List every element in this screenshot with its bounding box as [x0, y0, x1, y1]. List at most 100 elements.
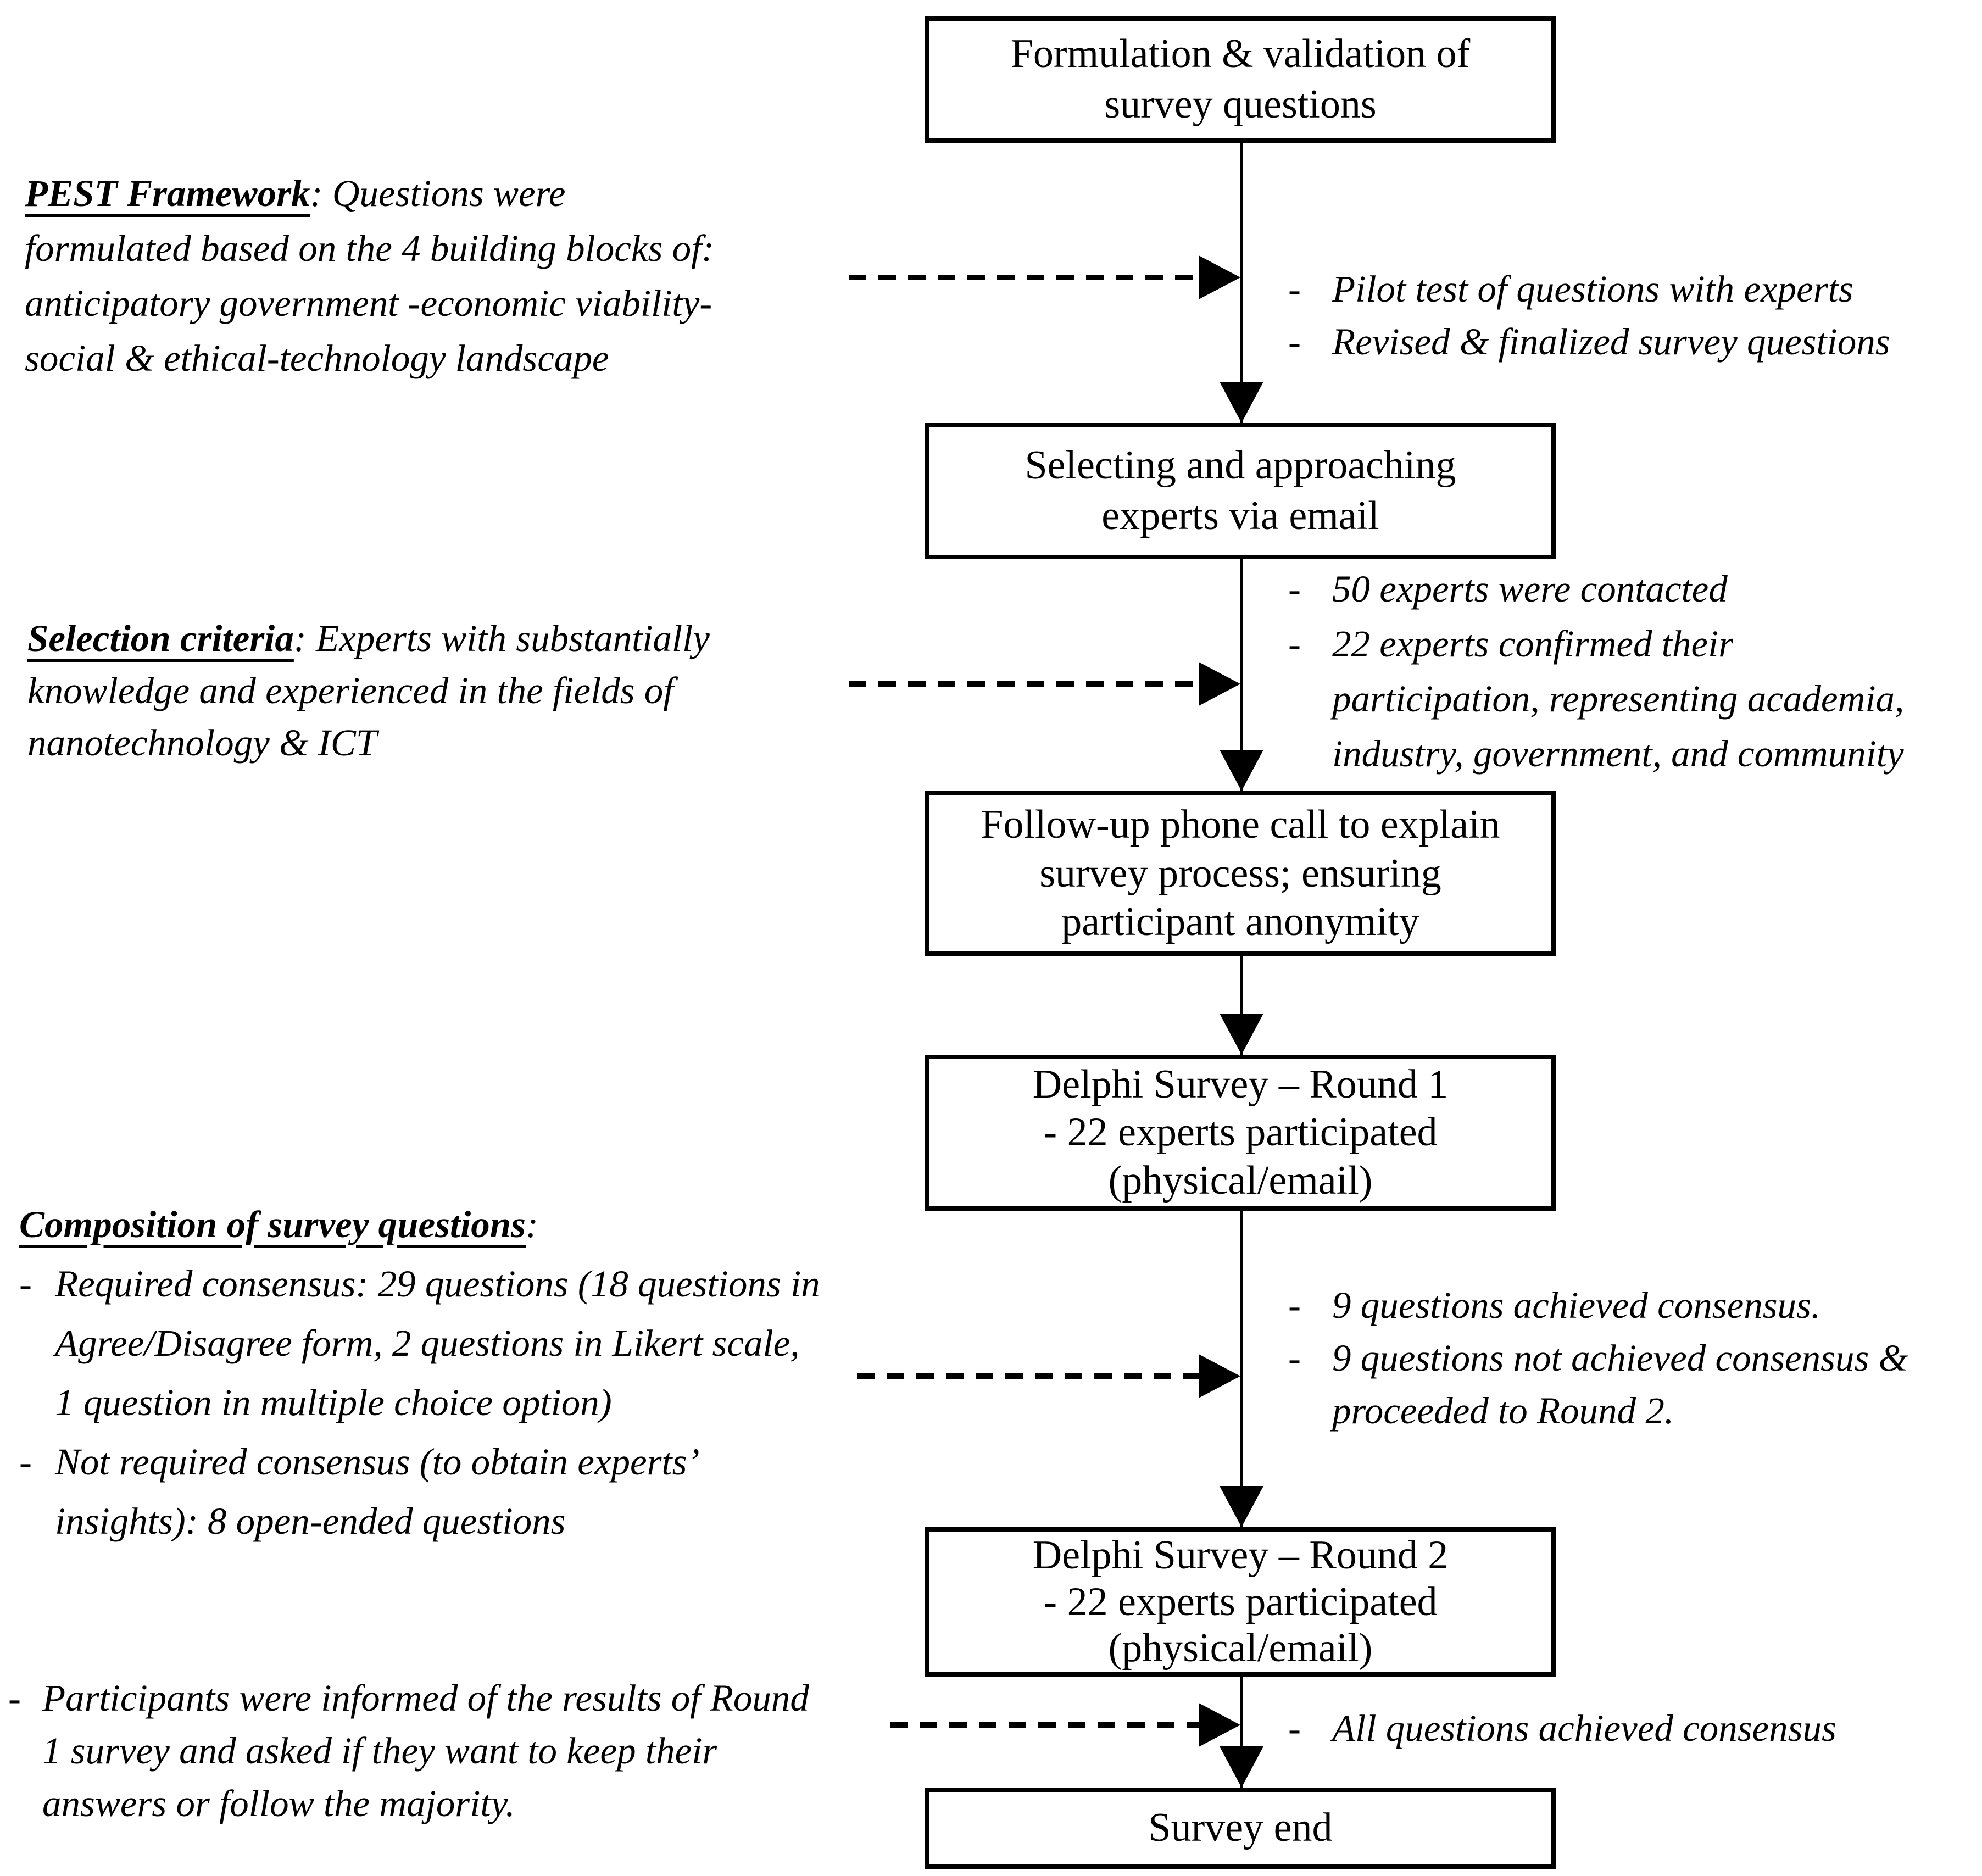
bullet-marker: -: [1288, 1337, 1301, 1379]
bullet-marker: -: [1288, 1707, 1301, 1749]
note-line: 9 questions not achieved consensus &: [1332, 1337, 1908, 1379]
note-line: 22 experts confirmed their: [1332, 623, 1734, 665]
flow-box-text-line: (physical/email): [1108, 1626, 1373, 1671]
bullet-lines: Not required consensus (to obtain expert…: [55, 1432, 699, 1551]
note-bullet: - Participants were informed of the resu…: [8, 1672, 809, 1830]
flow-box-delphi-round-1: Delphi Survey – Round 1 - 22 experts par…: [925, 1055, 1556, 1211]
note-line: formulated based on the 4 building block…: [25, 227, 715, 269]
note-line: answers or follow the majority.: [42, 1783, 515, 1824]
arrow-down-icon: [1220, 382, 1263, 423]
note-heading: Selection criteria: [27, 617, 294, 659]
note-round2-results: - All questions achieved consensus: [1288, 1702, 1836, 1755]
note-line: 9 questions achieved consensus.: [1332, 1284, 1821, 1326]
note-line: Selection criteria: Experts with substan…: [27, 613, 710, 665]
note-line: Pilot test of questions with experts: [1332, 268, 1853, 310]
note-line: 1 survey and asked if they want to keep …: [42, 1730, 717, 1772]
bullet-marker: -: [8, 1677, 21, 1719]
note-pilot-test: - Pilot test of questions with experts -…: [1288, 263, 1890, 368]
note-selection-criteria: Selection criteria: Experts with substan…: [27, 613, 710, 769]
note-line: Composition of survey questions:: [19, 1195, 820, 1254]
connector-line-4: [1240, 1211, 1243, 1527]
note-bullet: - All questions achieved consensus: [1288, 1702, 1836, 1755]
connector-line-5: [1240, 1677, 1243, 1788]
arrow-down-icon: [1220, 1746, 1263, 1788]
flow-box-selecting-experts: Selecting and approaching experts via em…: [925, 423, 1556, 559]
note-line: proceeded to Round 2.: [1332, 1390, 1674, 1432]
flow-box-text-line: - 22 experts participated: [1043, 1110, 1438, 1155]
arrow-right-icon: [1199, 662, 1240, 706]
note-line: participation, representing academia,: [1332, 678, 1905, 720]
dashed-arrow-pest: [849, 275, 1199, 280]
note-experts-contacted: - 50 experts were contacted - 22 experts…: [1288, 561, 1904, 781]
note-pest-framework: PEST Framework: Questions were formulate…: [25, 166, 714, 386]
arrow-right-icon: [1199, 255, 1240, 299]
note-heading: PEST Framework: [25, 172, 310, 214]
dashed-arrow-composition: [857, 1373, 1199, 1379]
dashed-arrow-participants: [890, 1722, 1199, 1728]
bullet-lines: 50 experts were contacted: [1332, 561, 1728, 616]
note-composition: Composition of survey questions: - Requi…: [19, 1195, 820, 1551]
note-bullet: - 9 questions not achieved consensus & p…: [1288, 1332, 1908, 1437]
note-line: 1 question in multiple choice option): [55, 1382, 612, 1423]
flow-box-text-line: - 22 experts participated: [1043, 1579, 1438, 1624]
note-line: industry, government, and community: [1332, 733, 1904, 775]
bullet-lines: 22 experts confirmed their participation…: [1332, 616, 1904, 781]
bullet-lines: All questions achieved consensus: [1332, 1702, 1836, 1755]
arrow-down-icon: [1220, 750, 1263, 791]
bullet-marker: -: [1288, 321, 1301, 363]
bullet-marker: -: [1288, 623, 1301, 665]
flow-box-formulation: Formulation & validation of survey quest…: [925, 16, 1556, 143]
note-line: social & ethical-technology landscape: [25, 337, 609, 379]
note-bullet: - 50 experts were contacted: [1288, 561, 1904, 616]
connector-line-2: [1240, 559, 1243, 791]
note-bullet: - Pilot test of questions with experts: [1288, 263, 1890, 315]
flow-box-text-line: Formulation & validation of: [1010, 31, 1471, 77]
flow-box-delphi-round-2: Delphi Survey – Round 2 - 22 experts par…: [925, 1527, 1556, 1677]
flow-box-survey-end: Survey end: [925, 1788, 1556, 1869]
note-line: Not required consensus (to obtain expert…: [55, 1441, 700, 1483]
bullet-lines: Revised & finalized survey questions: [1332, 315, 1890, 368]
note-line: Agree/Disagree form, 2 questions in Like…: [55, 1322, 800, 1364]
connector-line-1: [1240, 143, 1243, 423]
note-line: anticipatory government -economic viabil…: [25, 282, 712, 324]
flow-box-text-line: participant anonymity: [1061, 899, 1419, 945]
bullet-marker: -: [19, 1263, 32, 1305]
flow-box-text-line: Follow-up phone call to explain: [981, 801, 1500, 847]
arrow-down-icon: [1220, 1486, 1263, 1527]
note-line: All questions achieved consensus: [1332, 1707, 1836, 1749]
bullet-lines: Participants were informed of the result…: [42, 1672, 809, 1830]
bullet-marker: -: [19, 1441, 32, 1483]
note-heading-rest: :: [526, 1204, 539, 1245]
flow-box-text-line: survey process; ensuring: [1039, 850, 1441, 896]
note-bullet: - Required consensus: 29 questions (18 q…: [19, 1254, 820, 1432]
flow-box-text-line: Delphi Survey – Round 2: [1032, 1533, 1449, 1578]
flow-box-follow-up-call: Follow-up phone call to explain survey p…: [925, 791, 1556, 956]
note-line: Required consensus: 29 questions (18 que…: [55, 1263, 820, 1305]
note-heading-rest: : Questions were: [310, 172, 566, 214]
arrow-right-icon: [1199, 1703, 1240, 1747]
arrow-right-icon: [1199, 1354, 1240, 1398]
flow-box-text-line: Survey end: [1148, 1805, 1333, 1851]
note-line: insights): 8 open-ended questions: [55, 1500, 566, 1542]
note-bullet: - 22 experts confirmed their participati…: [1288, 616, 1904, 781]
flow-box-text-line: survey questions: [1104, 82, 1377, 127]
note-bullet: - Revised & finalized survey questions: [1288, 315, 1890, 368]
dashed-arrow-selection: [849, 681, 1199, 687]
note-line: Participants were informed of the result…: [42, 1677, 809, 1719]
bullet-lines: 9 questions achieved consensus.: [1332, 1279, 1820, 1332]
bullet-marker: -: [1288, 268, 1301, 310]
flow-box-text-line: Delphi Survey – Round 1: [1032, 1062, 1449, 1107]
bullet-lines: Required consensus: 29 questions (18 que…: [55, 1254, 820, 1432]
note-line: 50 experts were contacted: [1332, 568, 1728, 610]
flow-box-text-line: (physical/email): [1108, 1157, 1373, 1203]
flow-box-text-line: Selecting and approaching: [1025, 443, 1456, 488]
note-heading: Composition of survey questions: [19, 1204, 526, 1245]
note-participants: - Participants were informed of the resu…: [8, 1672, 809, 1830]
note-line: knowledge and experienced in the fields …: [27, 670, 674, 711]
note-line: PEST Framework: Questions were: [25, 166, 714, 221]
connector-line-3: [1240, 956, 1243, 1055]
flow-box-text-line: experts via email: [1101, 493, 1379, 538]
note-bullet: - Not required consensus (to obtain expe…: [19, 1432, 820, 1551]
bullet-marker: -: [1288, 568, 1301, 610]
